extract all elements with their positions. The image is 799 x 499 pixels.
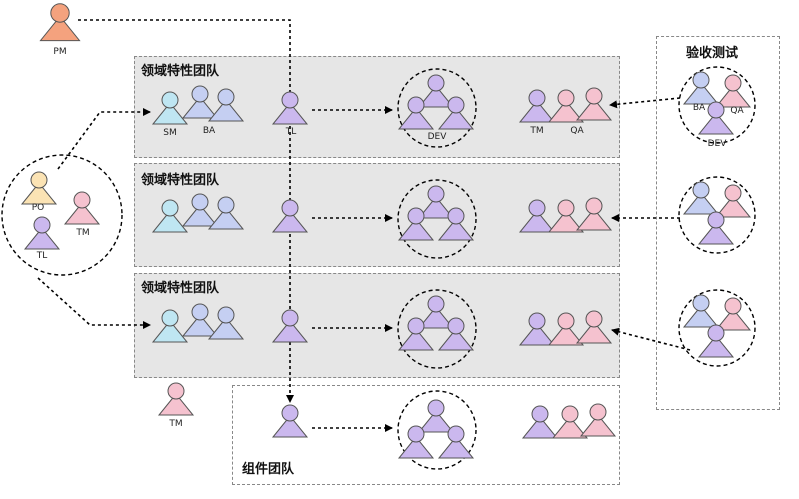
pm-figure (39, 3, 81, 42)
team1-dev-group-circle (397, 68, 477, 148)
acceptance-test-title: 验收测试 (686, 46, 739, 61)
acceptance-3-dev-figure (697, 324, 735, 358)
team1-ba2-figure (207, 88, 245, 122)
acceptance-1-circle (678, 66, 756, 144)
team3-dev-right-figure (437, 317, 475, 351)
feature-team-3-title: 领域特性团队 (141, 281, 220, 296)
sm-label: SM (163, 128, 177, 138)
po-label: PO (31, 203, 45, 213)
feature-team-1-title: 领域特性团队 (141, 64, 220, 79)
team3-dev-top-figure (417, 295, 455, 329)
team3-ba-figure (181, 303, 219, 337)
acceptance-2-qa-figure (714, 184, 752, 218)
team2-ba2-figure (207, 196, 245, 230)
team2-dev-right-figure (437, 207, 475, 241)
team1-tm-figure (518, 89, 556, 123)
acceptance1-to-team1-arrow (609, 97, 681, 109)
acceptance3-to-team3-arrow (611, 327, 691, 351)
stakeholder-tm-label: TM (76, 228, 90, 238)
team1-tm-label: TM (530, 126, 544, 136)
acceptance-2-ba-figure (682, 181, 720, 215)
team1-dev-top-figure (417, 74, 455, 108)
team3-qa-figure (547, 312, 585, 346)
stakeholder-to-team3-arrow (37, 277, 151, 329)
component-dev-group-circle (397, 390, 477, 470)
team1-qa2-figure (575, 87, 613, 121)
stakeholder-to-team1-arrow (57, 108, 151, 170)
team2-dev-top-figure (417, 185, 455, 219)
team1-ba-label: BA (202, 126, 216, 136)
component-dev-right-figure (437, 425, 475, 459)
team1-qa-label: QA (570, 126, 584, 136)
team3-tl-figure (271, 309, 309, 343)
acceptance-3-qa-figure (714, 297, 752, 331)
team3-tm-figure (518, 312, 556, 346)
stakeholder-tl-figure (23, 216, 61, 250)
team2-tl-figure (271, 199, 309, 233)
team1-dev-left-figure (397, 96, 435, 130)
stakeholder-tm-figure (63, 191, 101, 225)
floating-tm-label: TM (169, 419, 183, 429)
team3-qa2-figure (575, 310, 613, 344)
component-tm-figure (521, 405, 559, 439)
feature-team-2-title: 领域特性团队 (141, 173, 220, 188)
stakeholder-tl-label: TL (36, 251, 48, 261)
team2-dev-group-circle (397, 179, 477, 259)
component-qa2-figure (579, 403, 617, 437)
team1-ba-figure (181, 85, 219, 119)
team1-tl-label: TL (285, 127, 297, 137)
component-team-title: 组件团队 (242, 462, 295, 477)
pm-label: PM (53, 47, 67, 57)
component-dev-left-figure (397, 425, 435, 459)
acceptance-1-ba-figure (682, 71, 720, 105)
acceptance-3-circle (678, 289, 756, 367)
team2-dev-left-figure (397, 207, 435, 241)
component-qa-figure (551, 405, 589, 439)
team2-tm-figure (518, 199, 556, 233)
pm-to-teams-connector (78, 19, 294, 403)
team1-dev-right-figure (437, 96, 475, 130)
team2-sm-figure (151, 199, 189, 233)
po-figure (20, 171, 58, 205)
stakeholder-group-circle (1, 154, 123, 276)
team3-dev-left-figure (397, 317, 435, 351)
team1-tl-figure (271, 91, 309, 125)
team1-qa-figure (547, 89, 585, 123)
team2-ba-figure (181, 193, 219, 227)
team3-dev-group-circle (397, 289, 477, 369)
acceptance-2-circle (678, 176, 756, 254)
component-dev-top-figure (417, 399, 455, 433)
team2-qa2-figure (575, 197, 613, 231)
acceptance-2-dev-figure (697, 211, 735, 245)
team3-ba2-figure (207, 306, 245, 340)
acceptance-3-ba-figure (682, 294, 720, 328)
acceptance-dev-label: DEV (707, 139, 727, 149)
component-tl-figure (271, 404, 309, 438)
team2-qa-figure (547, 199, 585, 233)
team1-dev-label: DEV (427, 132, 447, 142)
team1-sm-figure (151, 91, 189, 125)
floating-tm-figure (157, 382, 195, 416)
acceptance-ba-label: BA (692, 103, 706, 113)
acceptance-1-qa-figure (714, 74, 752, 108)
team3-sm-figure (151, 309, 189, 343)
acceptance-1-dev-figure (697, 101, 735, 135)
acceptance-qa-label: QA (730, 106, 744, 116)
